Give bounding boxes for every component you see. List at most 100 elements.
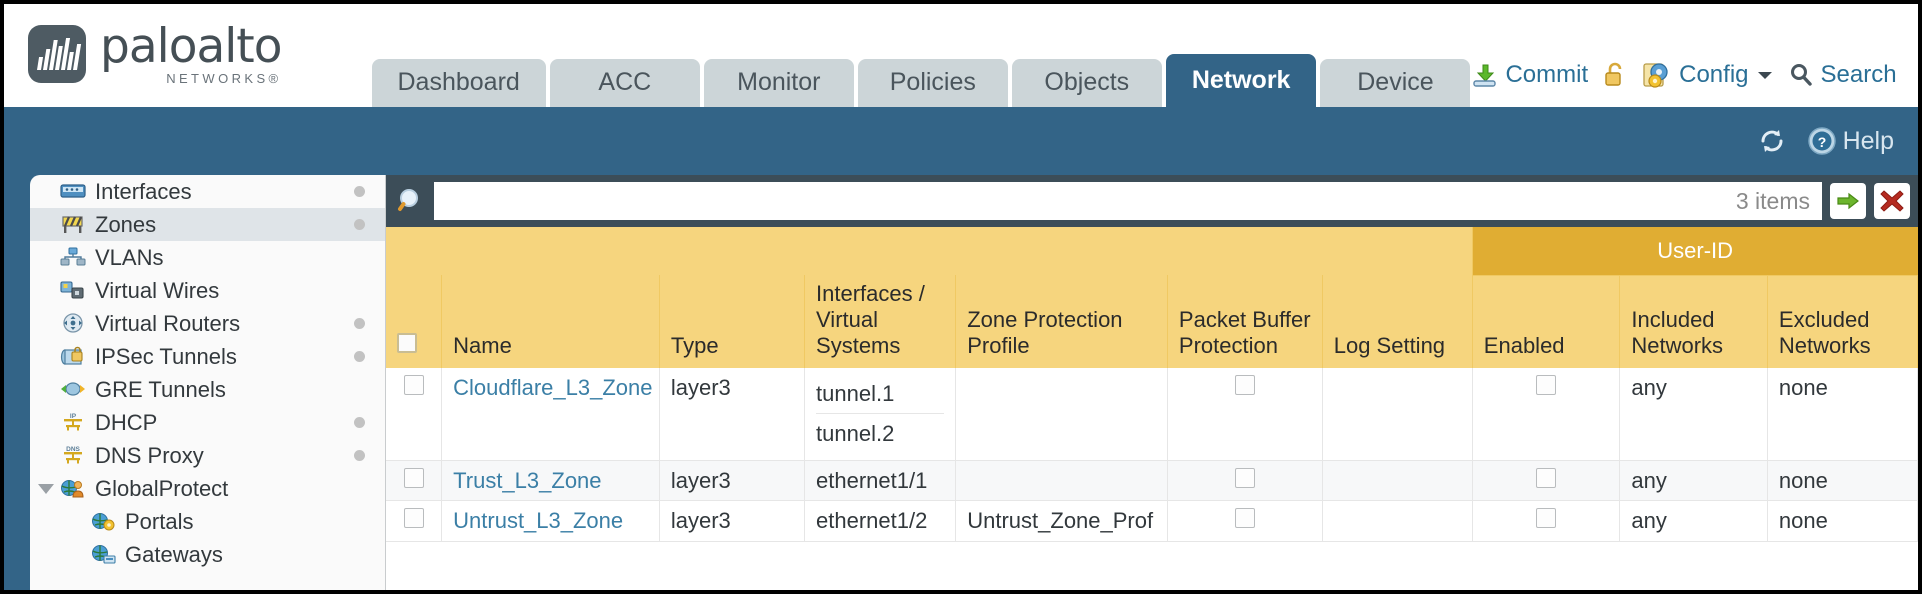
tab-dashboard[interactable]: Dashboard xyxy=(371,59,546,107)
sidebar-item-ipsec-tunnels[interactable]: IPSec Tunnels xyxy=(30,340,385,373)
sidebar-item-globalprotect[interactable]: GlobalProtect xyxy=(30,472,385,505)
search-button[interactable]: Search xyxy=(1788,61,1897,89)
packet-buffer-protection-checkbox[interactable] xyxy=(1234,374,1255,395)
userid-enabled-checkbox[interactable] xyxy=(1536,467,1557,488)
cell-included-networks: any xyxy=(1619,367,1768,461)
table-row[interactable]: Trust_L3_Zone layer3 ethernet1/1 xyxy=(386,460,1918,502)
refresh-icon[interactable] xyxy=(1757,127,1787,155)
sidebar-item-virtual-routers[interactable]: Virtual Routers xyxy=(30,307,385,340)
tab-device[interactable]: Device xyxy=(1320,59,1471,107)
row-select-cell[interactable] xyxy=(386,460,443,502)
cell-userid-enabled[interactable] xyxy=(1472,460,1621,502)
vlans-icon xyxy=(60,247,86,269)
sidebar-item-dhcp[interactable]: IP DHCP xyxy=(30,406,385,439)
cell-log-setting xyxy=(1322,500,1473,542)
content-area: Interfaces Zones xyxy=(4,175,1918,590)
select-all-header[interactable] xyxy=(386,275,443,368)
cell-included-networks: any xyxy=(1619,460,1768,502)
tab-policies[interactable]: Policies xyxy=(857,59,1008,107)
brand-name: paloalto xyxy=(100,19,282,74)
sidebar-item-label: GRE Tunnels xyxy=(95,376,226,402)
top-right-toolbar: Commit Config xyxy=(1470,61,1918,107)
config-menu-button[interactable]: Config xyxy=(1642,61,1773,89)
cell-packet-buffer-protection[interactable] xyxy=(1167,500,1323,542)
row-select-cell[interactable] xyxy=(386,367,443,461)
cell-excluded-networks: none xyxy=(1767,500,1918,542)
status-dot xyxy=(354,450,365,461)
brand-tagline: NETWORKS® xyxy=(166,71,282,86)
cell-name[interactable]: Trust_L3_Zone xyxy=(441,460,660,502)
config-label: Config xyxy=(1679,61,1749,88)
col-header-userid-enabled[interactable]: Enabled xyxy=(1472,275,1621,368)
search-input[interactable]: 3 items xyxy=(434,182,1822,220)
select-all-checkbox[interactable] xyxy=(397,332,417,353)
cell-name[interactable]: Untrust_L3_Zone xyxy=(441,500,660,542)
sidebar-item-gre-tunnels[interactable]: GRE Tunnels xyxy=(30,373,385,406)
packet-buffer-protection-checkbox[interactable] xyxy=(1234,467,1255,488)
cell-log-setting xyxy=(1322,460,1473,502)
help-question-icon: ? xyxy=(1807,126,1837,156)
col-header-excluded-networks[interactable]: Excluded Networks xyxy=(1767,275,1918,368)
sidebar-item-label: GlobalProtect xyxy=(95,475,229,501)
sidebar-item-portals[interactable]: Portals xyxy=(30,505,385,538)
sidebar-item-label: Virtual Wires xyxy=(95,277,220,303)
top-bar: paloalto NETWORKS® Dashboard ACC Monitor… xyxy=(4,4,1918,107)
userid-enabled-checkbox[interactable] xyxy=(1536,508,1557,529)
cell-name[interactable]: Cloudflare_L3_Zone xyxy=(441,367,660,461)
unlock-icon[interactable] xyxy=(1602,61,1628,89)
row-select-cell[interactable] xyxy=(386,500,443,542)
magnifier-icon xyxy=(1788,62,1814,88)
paloalto-logo-icon xyxy=(28,25,86,83)
sidebar-item-label: Zones xyxy=(95,211,157,237)
dns-proxy-icon: DNS xyxy=(60,445,86,467)
tab-acc[interactable]: ACC xyxy=(549,59,700,107)
clear-filter-button[interactable] xyxy=(1874,183,1910,219)
sidebar-item-dns-proxy[interactable]: DNS DNS Proxy xyxy=(30,439,385,472)
cell-zone-protection-profile xyxy=(955,367,1168,461)
interfaces-icon xyxy=(60,181,86,203)
col-header-zone-protection-profile[interactable]: Zone Protection Profile xyxy=(955,275,1168,368)
table-row[interactable]: Untrust_L3_Zone layer3 ethernet1/2 Untru… xyxy=(386,500,1918,542)
table-row[interactable]: Cloudflare_L3_Zone layer3 tunnel.1 tunne… xyxy=(386,367,1918,461)
cell-packet-buffer-protection[interactable] xyxy=(1167,460,1323,502)
zones-table: User-ID Name Type Interfaces / Virtual S… xyxy=(386,227,1918,542)
row-checkbox[interactable] xyxy=(403,374,424,395)
zone-name-link[interactable]: Untrust_L3_Zone xyxy=(453,508,624,534)
cell-excluded-networks: none xyxy=(1767,367,1918,461)
cell-userid-enabled[interactable] xyxy=(1472,367,1621,461)
userid-enabled-checkbox[interactable] xyxy=(1536,374,1557,395)
zone-name-link[interactable]: Cloudflare_L3_Zone xyxy=(453,374,653,400)
apply-filter-button[interactable] xyxy=(1830,183,1866,219)
cell-packet-buffer-protection[interactable] xyxy=(1167,367,1323,461)
sidebar-item-gateways[interactable]: Gateways xyxy=(30,538,385,571)
col-header-type[interactable]: Type xyxy=(659,275,806,368)
commit-button[interactable]: Commit xyxy=(1470,61,1588,89)
commit-label: Commit xyxy=(1505,61,1589,88)
col-header-name[interactable]: Name xyxy=(441,275,660,368)
network-sidebar: Interfaces Zones xyxy=(30,175,386,590)
sidebar-item-interfaces[interactable]: Interfaces xyxy=(30,175,385,208)
sidebar-item-vlans[interactable]: VLANs xyxy=(30,241,385,274)
help-link[interactable]: ? Help xyxy=(1807,126,1894,156)
col-header-interfaces-vsys[interactable]: Interfaces / Virtual Systems xyxy=(804,275,957,368)
sidebar-item-label: IPSec Tunnels xyxy=(95,343,237,369)
row-checkbox[interactable] xyxy=(403,508,424,529)
svg-text:?: ? xyxy=(1817,134,1826,150)
packet-buffer-protection-checkbox[interactable] xyxy=(1234,508,1255,529)
virtual-wires-icon xyxy=(60,280,86,302)
search-magnifier-icon[interactable] xyxy=(396,186,426,216)
tab-objects[interactable]: Objects xyxy=(1011,59,1162,107)
sidebar-item-zones[interactable]: Zones xyxy=(30,208,385,241)
cell-userid-enabled[interactable] xyxy=(1472,500,1621,542)
ipsec-tunnels-icon xyxy=(60,346,86,368)
col-header-included-networks[interactable]: Included Networks xyxy=(1619,275,1768,368)
col-header-log-setting[interactable]: Log Setting xyxy=(1322,275,1473,368)
tab-network[interactable]: Network xyxy=(1165,54,1317,107)
expand-caret-icon[interactable] xyxy=(38,483,54,494)
zone-name-link[interactable]: Trust_L3_Zone xyxy=(453,467,602,493)
tab-monitor[interactable]: Monitor xyxy=(703,59,854,107)
col-header-packet-buffer-protection[interactable]: Packet Buffer Protection xyxy=(1167,275,1323,368)
sidebar-item-virtual-wires[interactable]: Virtual Wires xyxy=(30,274,385,307)
row-checkbox[interactable] xyxy=(403,467,424,488)
status-dot xyxy=(354,186,365,197)
